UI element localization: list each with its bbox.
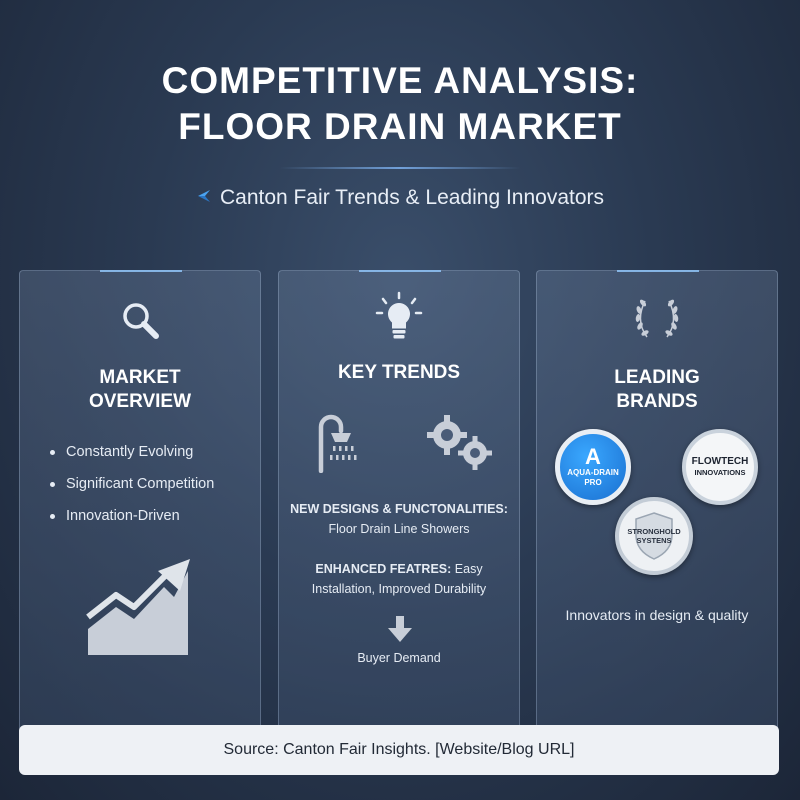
gears-icon bbox=[425, 413, 497, 478]
trend-enhanced-features: ENHANCED FEATRES: Easy Installation, Imp… bbox=[279, 559, 519, 599]
leading-brands-card: LEADING BRANDS A AQUA-DRAIN PRO FLOWTECH… bbox=[536, 270, 778, 740]
bullet-text: Constantly Evolving bbox=[66, 444, 194, 460]
stronghold-logo-name: STRONGHOLD bbox=[627, 527, 681, 536]
list-item: Significant Competition bbox=[50, 468, 214, 500]
rising-chart-icon bbox=[86, 557, 198, 662]
title-line-1: COMPETITIVE ANALYSIS: bbox=[161, 60, 639, 101]
aqua-logo-letter: A bbox=[585, 444, 601, 469]
magnifier-icon bbox=[20, 299, 260, 341]
market-bullet-list: Constantly Evolving Significant Competit… bbox=[50, 436, 214, 532]
market-overview-title: MARKET OVERVIEW bbox=[20, 366, 260, 414]
aqua-drain-pro-logo: A AQUA-DRAIN PRO bbox=[555, 429, 631, 505]
lightbulb-icon bbox=[279, 291, 519, 343]
aqua-logo-name: AQUA-DRAIN bbox=[567, 468, 619, 477]
aqua-logo-sub: PRO bbox=[584, 478, 602, 487]
card-accent-line bbox=[617, 270, 699, 272]
buyer-demand-label: Buyer Demand bbox=[357, 651, 441, 665]
stronghold-logo-sub: SYSTENS bbox=[636, 536, 672, 545]
key-trends-card: KEY TRENDS bbox=[278, 270, 520, 740]
source-text: Source: Canton Fair Insights. [Website/B… bbox=[223, 741, 575, 758]
trend-text-inline: Easy bbox=[454, 562, 483, 576]
key-trends-title: KEY TRENDS bbox=[337, 362, 461, 383]
trend-heading: NEW DESIGNS & FUNCTONALITIES: bbox=[290, 502, 508, 516]
subtitle-text: Canton Fair Trends & Leading Innovators bbox=[219, 186, 605, 209]
list-item: Innovation-Driven bbox=[50, 500, 214, 532]
flowtech-innovations-logo: FLOWTECH INNOVATIONS bbox=[682, 429, 758, 505]
subtitle: Canton Fair Trends & Leading Innovators bbox=[0, 186, 800, 210]
market-title-line-1: MARKET bbox=[99, 367, 181, 388]
brands-title-line-2: BRANDS bbox=[616, 391, 698, 412]
shower-head-icon bbox=[313, 411, 371, 478]
market-overview-card: MARKET OVERVIEW Constantly Evolving Sign… bbox=[19, 270, 261, 740]
source-bar: Source: Canton Fair Insights. [Website/B… bbox=[19, 725, 779, 775]
flowtech-logo-name: FLOWTECH bbox=[691, 456, 749, 467]
trend-heading: ENHANCED FEATRES: bbox=[315, 562, 452, 576]
brands-caption: Innovators in design & quality bbox=[565, 607, 749, 623]
trend-new-designs: NEW DESIGNS & FUNCTONALITIES: Floor Drai… bbox=[279, 499, 519, 539]
leading-brands-title: LEADING BRANDS bbox=[537, 366, 777, 414]
bullet-text: Innovation-Driven bbox=[66, 508, 180, 524]
title-line-2: FLOOR DRAIN MARKET bbox=[178, 106, 622, 147]
card-accent-line bbox=[100, 270, 182, 272]
bullet-icon bbox=[50, 513, 55, 519]
title-divider bbox=[280, 167, 520, 169]
stronghold-systems-logo: STRONGHOLD SYSTENS bbox=[615, 497, 693, 575]
bullet-icon bbox=[50, 449, 55, 455]
list-item: Constantly Evolving bbox=[50, 436, 214, 468]
bullet-text: Significant Competition bbox=[66, 476, 215, 492]
brands-title-line-1: LEADING bbox=[614, 367, 700, 388]
bullet-icon bbox=[50, 481, 55, 487]
trend-text: Installation, Improved Durability bbox=[311, 582, 487, 596]
market-title-line-2: OVERVIEW bbox=[88, 391, 192, 412]
arrow-down-icon bbox=[388, 616, 412, 647]
trend-text: Floor Drain Line Showers bbox=[328, 522, 470, 536]
page-title: COMPETITIVE ANALYSIS: FLOOR DRAIN MARKET bbox=[0, 58, 800, 150]
laurel-icon bbox=[537, 297, 777, 341]
card-accent-line bbox=[359, 270, 441, 272]
shield-icon bbox=[635, 512, 673, 560]
pointer-arrow-icon bbox=[196, 186, 212, 210]
flowtech-logo-sub: INNOVATIONS bbox=[694, 468, 746, 477]
